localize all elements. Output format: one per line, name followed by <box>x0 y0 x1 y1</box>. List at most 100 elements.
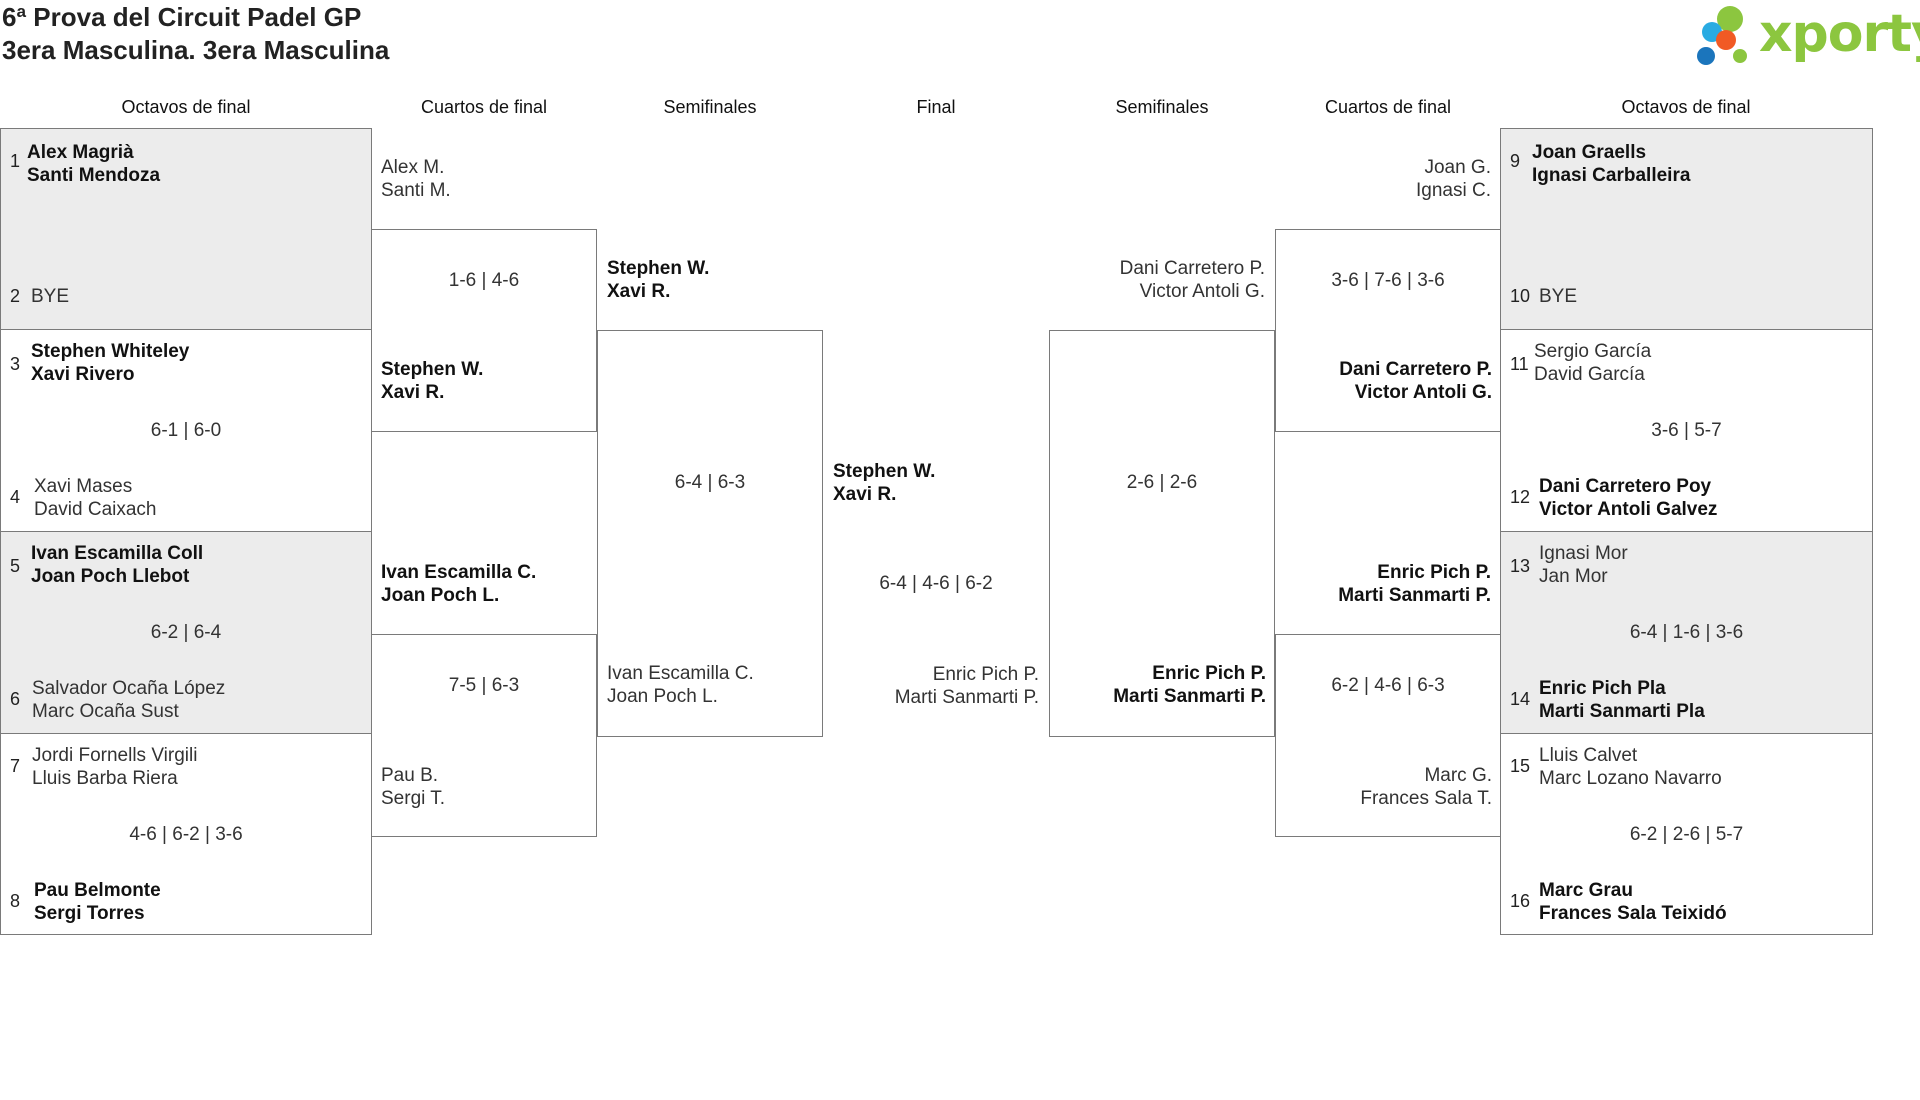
player-name: Ignasi Mor <box>1539 543 1628 564</box>
category-title: 3era Masculina. 3era Masculina <box>2 35 390 65</box>
player-name: Dani Carretero Poy <box>1539 476 1712 497</box>
player-name: Marti Sanmarti Pla <box>1539 701 1705 722</box>
match-score: 6-2 | 4-6 | 6-3 <box>1331 675 1445 696</box>
player-name: Ignasi C. <box>1416 180 1491 201</box>
seed-number: 8 <box>10 891 21 911</box>
player-name: Stephen W. <box>607 258 710 279</box>
player-name: Enric Pich P. <box>1377 562 1491 583</box>
player-name: Joan G. <box>1424 157 1491 178</box>
player-name: Xavi Rivero <box>31 364 135 385</box>
player-name: Ivan Escamilla Coll <box>31 543 204 564</box>
player-name: Marc Ocaña Sust <box>32 701 179 722</box>
round-header-right-qf: Cuartos de final <box>1324 97 1452 117</box>
player-name: Joan Poch L. <box>381 585 500 606</box>
sf-team-top: Dani Carretero P.Victor Antoli G. <box>1049 257 1265 303</box>
logo-dot-icon <box>1697 47 1715 65</box>
player-name: Stephen W. <box>381 359 484 380</box>
match-qf-1: 1-6 | 4-6 Stephen W.Xavi R. <box>371 229 597 432</box>
team-b: Marc G.Frances Sala T. <box>1276 764 1492 810</box>
match-score: 2-6 | 2-6 <box>1126 472 1198 493</box>
player-name: Salvador Ocaña López <box>32 678 226 699</box>
seed-number: 2 <box>10 286 21 306</box>
player-name: Alex Magrià <box>27 142 134 163</box>
round-header-left-r16: Octavos de final <box>121 97 251 117</box>
match-score: 6-1 | 6-0 <box>150 420 222 441</box>
seed-number: 13 <box>1510 556 1531 576</box>
team-b: Enric Pich P.Marti Sanmarti P. <box>1050 662 1266 708</box>
match-qf-4: 6-2 | 4-6 | 6-3 Marc G.Frances Sala T. <box>1275 634 1501 837</box>
match-sf-1: 6-4 | 6-3 Ivan Escamilla C.Joan Poch L. <box>597 330 823 737</box>
match-score: 6-2 | 6-4 <box>150 622 222 643</box>
final-team-a: Stephen W.Xavi R. <box>833 460 935 506</box>
player-name: Xavi Mases <box>34 476 133 497</box>
tournament-title: 6ª Prova del Circuit Padel GP <box>2 2 362 32</box>
round-header-final: Final <box>916 97 956 117</box>
seed-number: 14 <box>1510 689 1531 709</box>
match-score: 1-6 | 4-6 <box>448 270 520 291</box>
final-score: 6-4 | 4-6 | 6-2 <box>879 573 993 594</box>
player-name: Stephen Whiteley <box>31 341 190 362</box>
match-qf-2: 7-5 | 6-3 Pau B.Sergi T. <box>371 634 597 837</box>
seed-number: 9 <box>1510 151 1521 171</box>
qf-team-top: Joan G.Ignasi C. <box>1275 156 1491 202</box>
player-name: Sergi Torres <box>34 903 145 924</box>
round-header-right-r16: Octavos de final <box>1621 97 1751 117</box>
player-name: Enric Pich P. <box>932 664 1039 685</box>
match-score: 3-6 | 7-6 | 3-6 <box>1331 270 1445 291</box>
player-name: Victor Antoli Galvez <box>1539 499 1718 520</box>
player-name: Santi M. <box>381 180 451 201</box>
match-score: 3-6 | 5-7 <box>1651 420 1722 441</box>
logo-dot-icon <box>1716 30 1736 50</box>
player-name: BYE <box>1539 286 1578 307</box>
player-name: Xavi R. <box>833 484 897 505</box>
team-b: Ivan Escamilla C.Joan Poch L. <box>607 662 754 708</box>
player-name: Victor Antoli G. <box>1139 281 1265 302</box>
player-name: Lluis Calvet <box>1539 745 1638 766</box>
player-name: Jan Mor <box>1539 566 1608 587</box>
team-b: BYE <box>1539 285 1577 308</box>
seed-number: 15 <box>1510 756 1531 776</box>
team-b: BYE <box>31 285 69 308</box>
match-score: 7-5 | 6-3 <box>448 675 520 696</box>
sf-team-top: Stephen W.Xavi R. <box>607 257 709 303</box>
round-header-right-sf: Semifinales <box>1115 97 1209 117</box>
player-name: Frances Sala T. <box>1360 788 1492 809</box>
team-b: Stephen W.Xavi R. <box>381 358 483 404</box>
player-name: Jordi Fornells Virgili <box>32 745 198 766</box>
seed-number: 12 <box>1510 487 1531 507</box>
player-name: Ivan Escamilla C. <box>381 562 537 583</box>
player-name: Alex M. <box>381 157 445 178</box>
seed-number: 10 <box>1510 286 1531 306</box>
team-b: Dani Carretero P.Victor Antoli G. <box>1276 358 1492 404</box>
player-name: Marc Grau <box>1539 880 1633 901</box>
player-name: Lluis Barba Riera <box>32 768 178 789</box>
qf-team-top: Alex M.Santi M. <box>381 156 451 202</box>
player-name: Xavi R. <box>381 382 445 403</box>
seed-number: 11 <box>1510 354 1529 374</box>
match-score: 6-2 | 2-6 | 5-7 <box>1629 824 1744 845</box>
player-name: Dani Carretero P. <box>1119 258 1265 279</box>
player-name: David Caixach <box>34 499 157 520</box>
xporty-logo: xporty <box>1697 4 1920 70</box>
qf-team-top: Enric Pich P.Marti Sanmarti P. <box>1275 561 1491 607</box>
player-name: Stephen W. <box>833 461 936 482</box>
player-name: Xavi R. <box>607 281 671 302</box>
